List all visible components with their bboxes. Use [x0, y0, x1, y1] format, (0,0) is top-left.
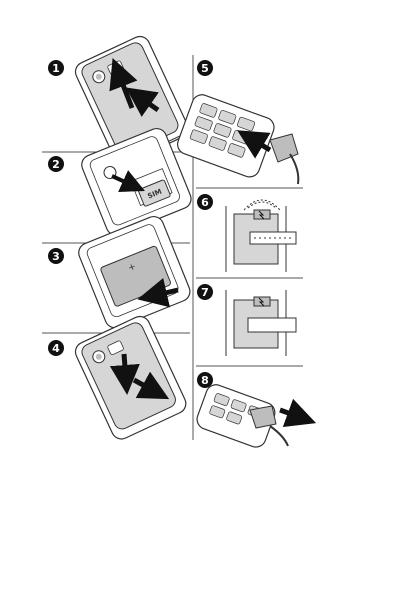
step-number: 2: [52, 158, 60, 171]
charger-plug-icon: [270, 134, 298, 184]
panel-step-3: 3 +: [48, 214, 193, 331]
battery-full-icon: [254, 297, 270, 306]
step-number: 4: [52, 342, 60, 355]
phone-keypad-illustration: [175, 92, 277, 180]
panel-step-8: 8: [194, 372, 302, 450]
panel-step-7: 7: [197, 284, 296, 356]
step-number: 5: [201, 62, 209, 75]
arrow-icon: [124, 354, 126, 380]
step-number: 6: [201, 196, 209, 209]
panel-step-6: 6: [197, 194, 296, 272]
step-number: 1: [52, 62, 60, 75]
phone-open-illustration: [79, 126, 194, 239]
step-number: 8: [201, 374, 209, 387]
step-number: 7: [201, 286, 209, 299]
step-number: 3: [52, 250, 60, 263]
arrow-icon: [280, 410, 302, 418]
